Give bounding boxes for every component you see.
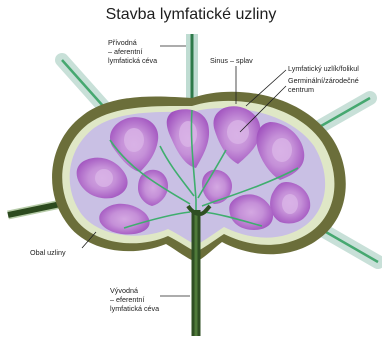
germinal-centre-1: [124, 128, 144, 152]
label-efferent-vessel: Vývodná – eferentní lymfatická céva: [110, 286, 159, 313]
label-follicle: Lymfatický uzlík/folikul: [288, 64, 359, 73]
germinal-centre-5: [95, 169, 113, 187]
label-germinal-centre: Germinální/zárodečné centrum: [288, 76, 359, 94]
germinal-centre-3: [227, 120, 249, 144]
germinal-centre-2: [179, 121, 197, 147]
germinal-centre-6: [282, 194, 298, 214]
label-afferent-vessel: Přívodná – aferentní lymfatická céva: [108, 38, 157, 65]
label-sinus: Sinus – splav: [210, 56, 253, 65]
label-capsule: Obal uzliny: [30, 248, 66, 257]
germinal-centre-4: [272, 138, 292, 162]
